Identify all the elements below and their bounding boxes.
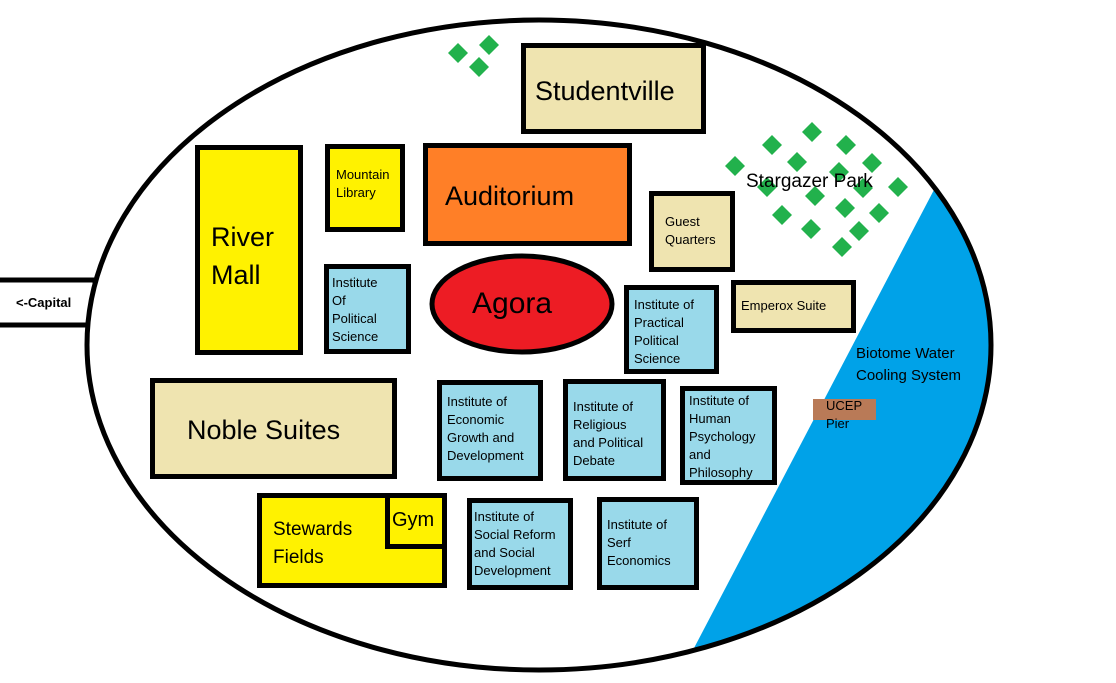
building-guest-quarters[interactable]: Guest Quarters [649,191,735,272]
emperox-suite-label: Emperox Suite [741,298,827,313]
isr-label-2: Social Reform [474,527,556,542]
tree-icon [862,153,882,173]
ird-label-1: Institute of [573,399,633,414]
isr-label-1: Institute of [474,509,534,524]
building-gym[interactable]: Gym [385,493,447,549]
tree-icon [787,152,807,172]
ieg-label-1: Institute of [447,394,507,409]
tree-icon [725,156,745,176]
tree-icon [479,35,499,55]
ucep-pier-label-2: Pier [826,416,850,431]
ieg-label-4: Development [447,448,524,463]
biotome-water-label-1: Biotome Water [856,345,955,362]
ird-label-2: Religious [573,417,627,432]
stewards-fields-label-1: Stewards [273,519,353,540]
agora-shape[interactable] [429,253,615,355]
tree-icon [832,237,852,257]
ieg-label-2: Economic [447,412,505,427]
tree-icon [772,205,792,225]
building-institute-political-science[interactable]: Institute Of Political Science [324,264,411,354]
ihp-label-4: and [689,447,711,462]
tree-icon [835,198,855,218]
isr-label-4: Development [474,563,551,578]
guest-quarters-label-1: Guest [665,214,700,229]
campus-outline [84,17,994,673]
ieg-label-3: Growth and [447,430,515,445]
ips-label-2: Of [332,293,346,308]
gym-label: Gym [392,509,435,531]
ihp-label-1: Institute of [689,393,749,408]
agora-label: Agora [472,287,553,320]
ips-label-1: Institute [332,275,378,290]
ird-label-3: and Political [573,435,644,450]
road-label-capital: <-Capital [16,295,72,310]
tree-icon [829,162,849,182]
stargazer-park-label[interactable]: Stargazer Park [746,171,873,192]
ird-label-4: Debate [573,453,615,468]
biotome-water-label-2: Cooling System [856,367,962,384]
ipps-label-4: Science [634,351,681,366]
building-auditorium[interactable]: Auditorium [423,143,632,246]
building-studentville[interactable]: Studentville [521,43,706,134]
studentville-label: Studentville [535,76,675,106]
ipps-label-1: Institute of [634,297,694,312]
tree-icon [448,43,468,63]
ucep-pier-label-1: UCEP [826,398,863,413]
ihp-label-5: Philosophy [689,465,753,480]
noble-suites-label: Noble Suites [187,415,341,445]
trees [448,35,908,257]
river-mall-label-2: Mall [211,260,261,290]
building-institute-serf-economics[interactable]: Institute of Serf Economics [597,497,699,590]
tree-icon [757,177,777,197]
ips-label-4: Science [332,329,379,344]
ipps-label-3: Political [634,333,679,348]
building-institute-social-reform[interactable]: Institute of Social Reform and Social De… [467,498,573,590]
mountain-library-label-2: Library [336,185,376,200]
building-institute-religious-debate[interactable]: Institute of Religious and Political Deb… [563,379,666,481]
building-noble-suites[interactable]: Noble Suites [150,378,397,479]
ise-label-3: Economics [607,553,671,568]
ise-label-1: Institute of [607,517,667,532]
river-mall-label-1: River [211,222,275,252]
building-institute-human-psychology[interactable]: Institute of Human Psychology and Philos… [680,386,777,485]
ips-label-3: Political [332,311,377,326]
tree-icon [869,203,889,223]
stewards-fields-label-2: Fields [273,547,324,568]
tree-icon [836,135,856,155]
tree-icon [469,57,489,77]
tree-icon [888,177,908,197]
mountain-library-label-1: Mountain [336,167,390,182]
building-institute-economic-growth[interactable]: Institute of Economic Growth and Develop… [437,380,543,481]
tree-icon [853,178,873,198]
building-institute-practical-political-science[interactable]: Institute of Practical Political Science [624,285,719,374]
ipps-label-2: Practical [634,315,684,330]
building-mountain-library[interactable]: Mountain Library [325,144,405,232]
building-emperox-suite[interactable]: Emperox Suite [731,280,856,333]
tree-icon [805,186,825,206]
tree-icon [849,221,869,241]
tree-icon [801,219,821,239]
auditorium-label: Auditorium [445,181,575,211]
tree-icon [802,122,822,142]
building-river-mall[interactable]: River Mall [195,145,303,355]
ihp-label-3: Psychology [689,429,756,444]
ucep-pier[interactable] [813,399,876,420]
guest-quarters-label-2: Quarters [665,232,716,247]
tree-icon [762,135,782,155]
isr-label-3: and Social [474,545,535,560]
building-stewards-fields[interactable]: Stewards Fields Gym [257,493,447,588]
ihp-label-2: Human [689,411,731,426]
ise-label-2: Serf [607,535,631,550]
